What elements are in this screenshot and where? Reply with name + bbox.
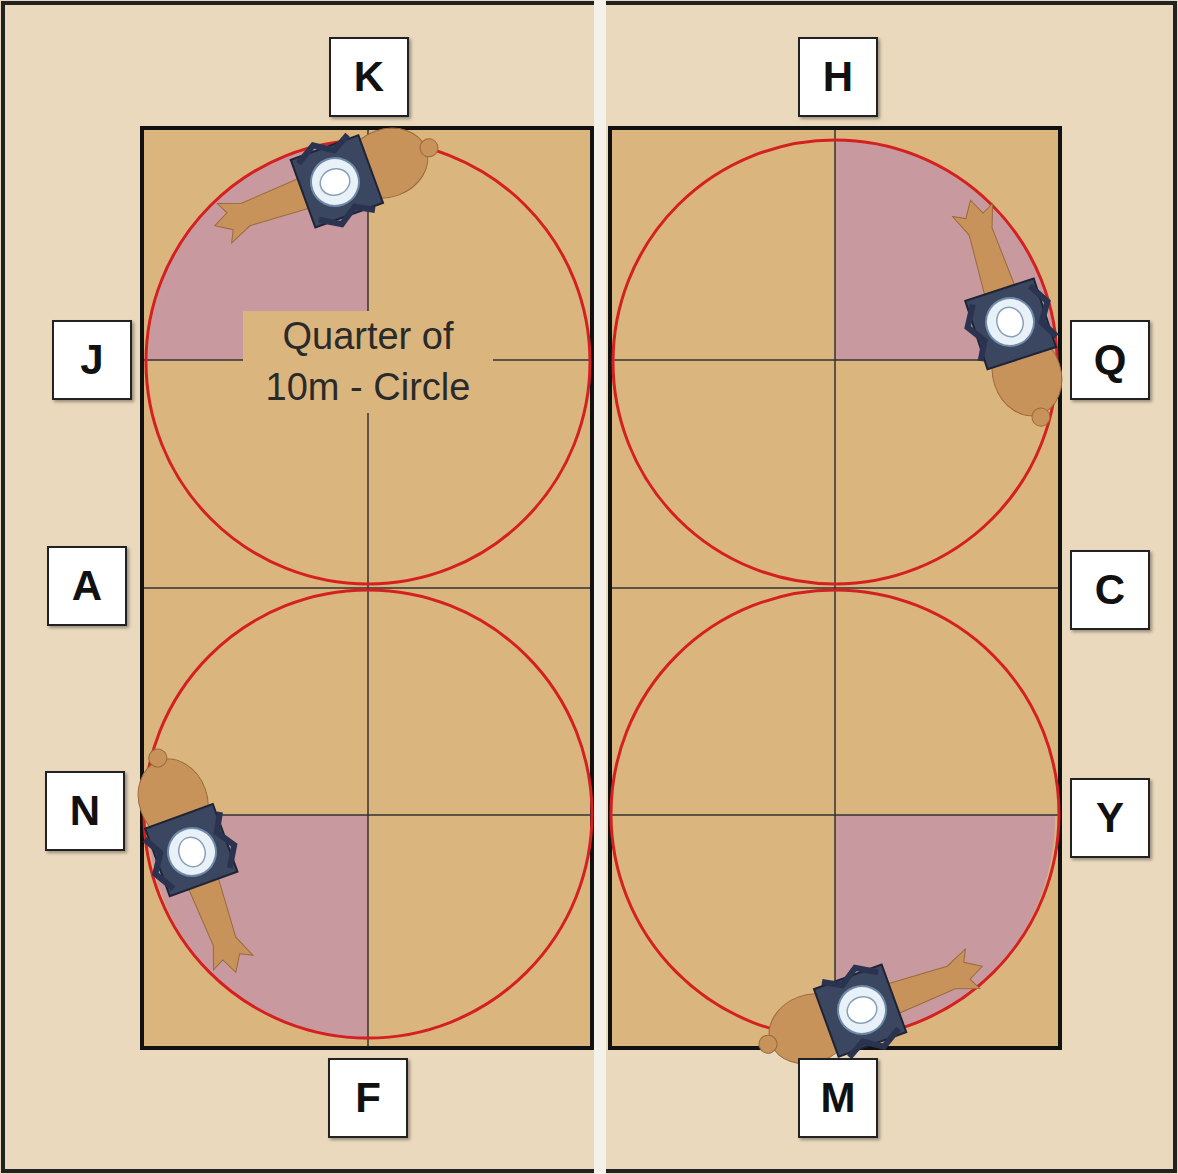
letter-marker: C bbox=[1070, 550, 1150, 630]
letter-marker: Q bbox=[1070, 320, 1150, 400]
letter-marker: K bbox=[329, 37, 409, 117]
marker-letter: H bbox=[823, 56, 853, 98]
letter-marker: M bbox=[798, 1058, 878, 1138]
marker-letter: A bbox=[72, 565, 102, 607]
marker-letter: N bbox=[70, 790, 100, 832]
letter-marker: Y bbox=[1070, 778, 1150, 858]
marker-letter: C bbox=[1095, 569, 1125, 611]
marker-letter: Y bbox=[1096, 797, 1124, 839]
marker-letter: J bbox=[80, 339, 103, 381]
marker-letter: M bbox=[821, 1077, 856, 1119]
letter-marker: J bbox=[52, 320, 132, 400]
letter-marker: A bbox=[47, 546, 127, 626]
marker-letter: K bbox=[354, 56, 384, 98]
letter-marker: F bbox=[328, 1058, 408, 1138]
letter-marker: N bbox=[45, 771, 125, 851]
quarter-circle-label: Quarter of 10m - Circle bbox=[243, 311, 493, 414]
letter-marker: H bbox=[798, 37, 878, 117]
marker-letter: F bbox=[355, 1077, 381, 1119]
marker-letter: Q bbox=[1094, 339, 1127, 381]
